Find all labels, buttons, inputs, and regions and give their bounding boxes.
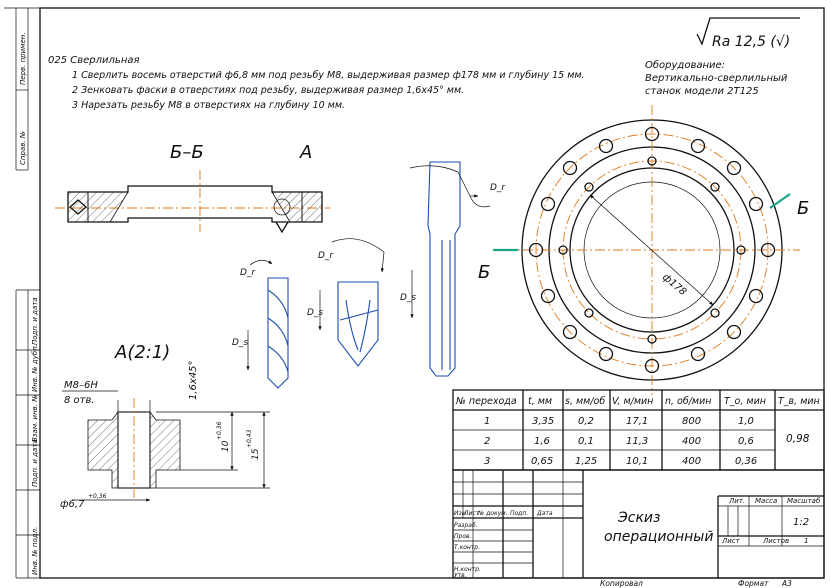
side-label-1: Справ. № [19, 131, 27, 165]
detail-label: А(2:1) [114, 342, 170, 363]
operation-name: 025 Сверлильная [48, 55, 140, 66]
cell-3-3: 10,1 [626, 456, 648, 467]
flange-plan-view: ф178 Б Б [478, 105, 809, 395]
side-label-0: Перв. примен. [19, 32, 27, 85]
dim-thread: М8–6Н [64, 380, 98, 391]
section-view: Б–Б А [55, 142, 330, 234]
role-tkontr: Т.контр. [454, 544, 480, 551]
th-n: n, об/мин [665, 396, 711, 407]
equipment-line-1: Вертикально-сверлильный [645, 73, 788, 84]
cell-3-0: 3 [484, 456, 490, 467]
dim-depth2: 15 [251, 448, 261, 460]
cell-3-1: 0,65 [531, 456, 553, 467]
cell-1-1: 3,35 [532, 416, 554, 427]
tool-label-dr2: D_r [318, 251, 334, 261]
cell-1-2: 0,2 [578, 416, 594, 427]
cut-mark-left: Б [478, 262, 490, 283]
cell-2-3: 11,3 [626, 436, 648, 447]
mass-label: Масса [755, 497, 777, 505]
tool-label-ds1: D_s [232, 338, 248, 348]
dim-depth2-tol: +0,43 [246, 429, 253, 448]
detail-mark: А [299, 142, 312, 163]
dim-depth1-tol: +0,36 [216, 421, 223, 440]
roughness-symbol: Ra 12,5 (√) [696, 17, 800, 50]
cut-mark-right: Б [797, 198, 809, 219]
step-1: 1 Сверлить восемь отверстий ф6,8 мм под … [72, 70, 585, 81]
dim-hole-tol: +0,36 [88, 493, 107, 500]
cell-2-0: 2 [484, 436, 490, 447]
th-s: s, мм/об [565, 396, 605, 407]
role-nkontr: Н.контр. [454, 566, 481, 573]
section-label: Б–Б [170, 142, 204, 163]
cell-3-5: 0,36 [735, 456, 757, 467]
role-razrab: Разраб. [454, 522, 478, 529]
sheet-label: Лист [721, 537, 741, 545]
cell-3-4: 400 [682, 456, 701, 467]
side-label-4: Взам. инв. № [31, 394, 39, 442]
col-date: Дата [536, 510, 553, 517]
cell-1-4: 800 [682, 416, 701, 427]
dim-thread-count: 8 отв. [64, 395, 95, 406]
copy-label: Копировал [600, 579, 643, 588]
role-utv: Утв. [454, 572, 467, 579]
col-izm: Изм. [454, 510, 468, 517]
dim-chamfer: 1,6х45° [188, 360, 199, 400]
cell-2-5: 0,6 [738, 436, 754, 447]
equipment-line-2: станок модели 2Т125 [645, 86, 759, 97]
col-doc: № докум. [477, 510, 508, 517]
scale-label: Масштаб [787, 497, 821, 505]
cell-1-5: 1,0 [738, 416, 754, 427]
th-step: № перехода [455, 396, 517, 407]
cutting-table: № перехода t, мм s, мм/об V, м/мин n, об… [452, 389, 825, 471]
roughness-text: Ra 12,5 (√) [712, 34, 790, 50]
tool-label-ds3: D_s [400, 293, 416, 303]
dim-hole: ф6,7 [60, 499, 85, 510]
cell-2-4: 400 [682, 436, 701, 447]
title-line-2: операционный [604, 529, 713, 545]
format-value: А3 [781, 579, 792, 588]
role-prov: Пров. [454, 533, 472, 540]
dim-depth1: 10 [221, 440, 231, 452]
cell-3-2: 1,25 [575, 456, 597, 467]
col-list: Лист [463, 510, 480, 517]
lit-label: Лит. [728, 497, 745, 505]
equipment-title: Оборудование: [645, 59, 725, 71]
cell-1-0: 1 [484, 416, 490, 427]
sheets-label: Листов [762, 537, 789, 545]
step-2: 2 Зенковать фаски в отверстиях под резьб… [72, 85, 464, 96]
tool-label-dr3: D_r [490, 183, 506, 193]
detail-view: А(2:1) М8–6Н 8 отв. 1,6х45° 10 +0,36 15 … [60, 342, 270, 510]
cell-2-1: 1,6 [534, 436, 550, 447]
cell-2-2: 0,1 [578, 436, 594, 447]
title-line-1: Эскиз [617, 510, 660, 526]
side-label-2: Подп. и дата [31, 297, 39, 345]
th-to: Т_о, мин [724, 396, 766, 407]
side-label-3: Инв. № дубл. [31, 344, 39, 392]
title-block: Лит. Масса Масштаб 1:2 Лист Листов 1 Эск… [452, 469, 825, 579]
dim-diameter: ф178 [660, 272, 688, 298]
tool-label-dr1: D_r [240, 268, 256, 278]
tools: D_r D_s D_r D_s D_r D_s [232, 161, 506, 389]
th-t: t, мм [528, 396, 552, 407]
col-sign: Подп. [510, 510, 528, 517]
th-v: V, м/мин [612, 396, 653, 407]
side-label-6: Инв. № подл. [31, 527, 39, 575]
step-3: 3 Нарезать резьбу М8 в отверстиях на глу… [72, 100, 345, 111]
format-label: Формат [738, 579, 769, 588]
scale-value: 1:2 [793, 517, 809, 528]
drawing-frame [39, 7, 825, 579]
side-label-5: Подп. и дата [31, 439, 39, 487]
side-strip: Перв. примен. Справ. № Подп. и дата Инв.… [4, 7, 40, 579]
sheets-value: 1 [804, 537, 808, 545]
th-tv: Т_в, мин [778, 396, 820, 407]
cell-tv-total: 0,98 [786, 433, 810, 445]
tool-label-ds2: D_s [307, 308, 323, 318]
cell-1-3: 17,1 [626, 416, 648, 427]
